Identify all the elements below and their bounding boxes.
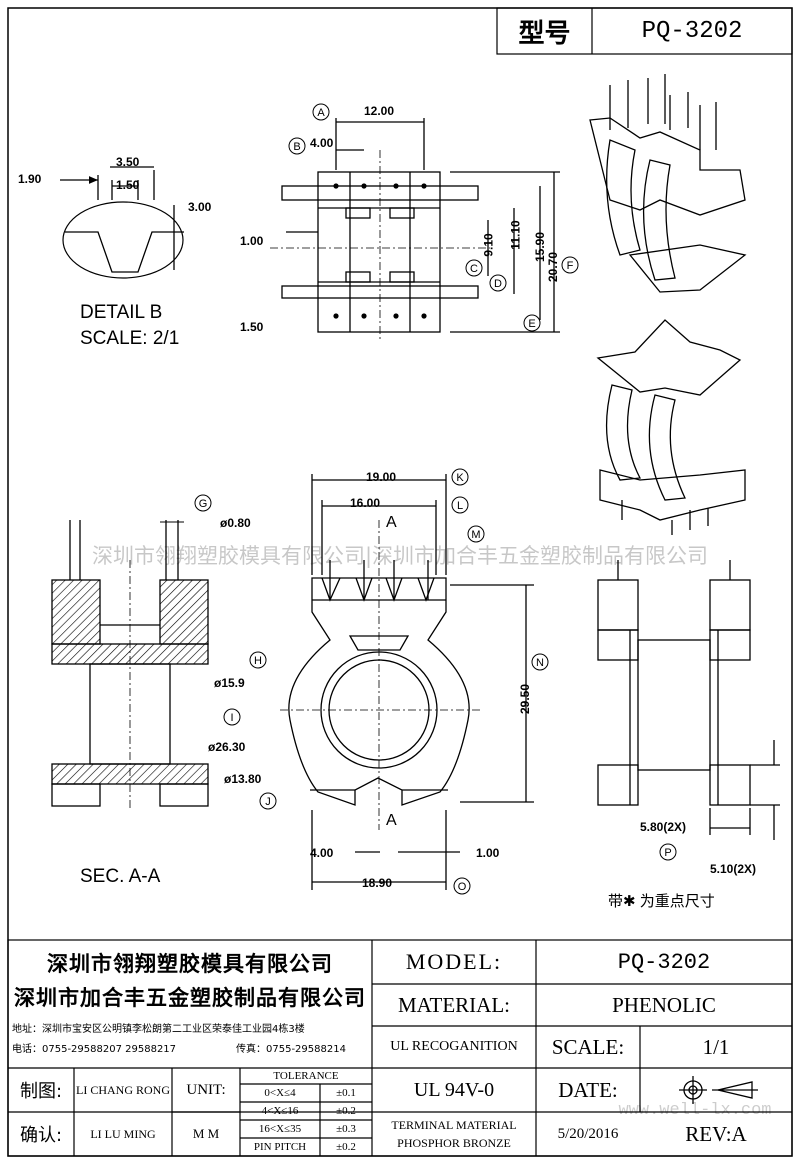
svg-text:J: J [265,796,271,808]
dim-label: 29.50 [518,683,533,715]
side-view [597,560,780,840]
title-block-grid [7,7,793,1157]
scale-label: SCALE: [551,1034,625,1059]
tolerance-range: 16<X≤35 [258,1123,302,1135]
dim-label: 1.50 [240,320,264,334]
svg-text:N: N [536,657,544,669]
detail-b-view [60,166,184,279]
dim-label: 1.00 [476,846,500,860]
material-label: MATERIAL: [398,992,510,1017]
svg-text:O: O [458,881,467,893]
unit-label: UNIT: [186,1081,226,1098]
detail-b-title: DETAIL B [80,302,163,323]
dim-label: 1.50 [116,178,140,192]
dim-label: 11.10 [508,220,523,250]
svg-text:C: C [470,263,478,275]
svg-text:F: F [567,260,574,272]
tolerance-value: ±0.3 [336,1123,356,1135]
svg-text:I: I [230,712,233,724]
company-name-2: 深圳市加合丰五金塑胶制品有限公司 [14,986,366,1010]
svg-text:D: D [494,278,502,290]
svg-text:M: M [471,529,480,541]
tolerance-range: PIN PITCH [253,1141,307,1153]
callout-circles [194,103,677,895]
drawn-by: LI CHANG RONG [76,1082,170,1097]
company-watermark: 深圳市翎翔塑胶模具有限公司|深圳市加合丰五金塑胶制品有限公司 [91,544,709,568]
terminal-material-line1: TERMINAL MATERIAL [391,1117,517,1132]
dim-label: 4.00 [310,846,334,860]
dim-label: ø13.80 [224,772,262,786]
header-model-value: PQ-3202 [641,17,743,45]
svg-text:H: H [254,655,262,667]
dim-label: ø26.30 [208,740,246,754]
dim-label: 1.90 [18,172,42,186]
svg-text:K: K [456,472,464,484]
dim-label: 18.90 [362,876,393,890]
cut-label: A [386,514,397,531]
top-view [270,118,560,340]
company-phone: 电话：0755-29588207 29588217 [12,1043,177,1055]
company-address: 地址：深圳市宝安区公明镇李松朗第二工业区荣泰佳工业园4栋3楼 [12,1023,305,1035]
drawn-label: 制图: [19,1081,63,1102]
projection-symbol-icon [679,1076,758,1104]
dim-label: 16.00 [350,496,381,510]
tolerance-value: ±0.2 [336,1105,356,1117]
site-watermark: www.well-lx.com [618,1100,772,1120]
dim-label: 19.00 [366,470,397,484]
checked-label: 确认: [19,1125,63,1146]
dim-label: 15.90 [533,231,548,263]
svg-text:L: L [457,500,463,512]
model-value: PQ-3202 [617,949,711,975]
dim-label: 20.70 [546,251,561,283]
tolerance-range: 0<X≤4 [264,1087,296,1099]
dim-label: 5.80(2X) [640,820,687,834]
company-fax: 传真：0755-29588214 [236,1043,346,1055]
svg-text:G: G [199,498,208,510]
date-label: DATE: [558,1077,618,1102]
unit-value: M M [192,1126,220,1141]
tolerance-range: 4<X≤16 [261,1105,299,1117]
checked-by: LI LU MING [90,1126,156,1141]
dim-label: ø0.80 [220,516,251,530]
critical-dimension-note: 带✱ 为重点尺寸 [608,893,715,910]
dim-label: ø15.9 [214,676,245,690]
callout-letters: A B C D E F G K L M H I J N O P [199,107,672,893]
ul-value: UL 94V-0 [413,1078,495,1101]
terminal-material-line2: PHOSPHOR BRONZE [397,1135,511,1150]
front-view [280,474,534,890]
scale-value: 1/1 [702,1034,730,1059]
tolerance-value: ±0.1 [336,1087,356,1099]
dim-label: 3.00 [188,200,212,214]
material-value: PHENOLIC [612,992,716,1017]
dim-label: 4.00 [310,136,334,150]
isometric-view-upper [589,74,747,293]
dim-label: 3.50 [116,155,140,169]
svg-text:P: P [664,847,671,859]
revision-label: REV:A [685,1121,747,1146]
dim-label: 12.00 [364,104,395,118]
tolerance-value: ±0.2 [336,1141,356,1153]
company-name-1: 深圳市翎翔塑胶模具有限公司 [47,952,333,976]
date-value: 5/20/2016 [557,1125,619,1142]
section-title: SEC. A-A [80,866,161,887]
header-model-label: 型号 [518,18,571,49]
tolerance-title: TOLERANCE [273,1070,339,1082]
cut-label: A [386,812,397,829]
section-a-a-view [51,520,209,810]
detail-b-scale: SCALE: 2/1 [80,328,180,349]
dim-label: 1.00 [240,234,264,248]
dim-label: 9.10 [481,233,496,257]
dim-label: 5.10(2X) [710,862,757,876]
svg-text:B: B [293,141,300,153]
svg-text:A: A [317,107,325,119]
isometric-view-lower [596,319,746,535]
ul-label: UL RECOGANITION [390,1039,518,1054]
svg-text:E: E [528,318,535,330]
model-label: MODEL: [405,949,503,974]
